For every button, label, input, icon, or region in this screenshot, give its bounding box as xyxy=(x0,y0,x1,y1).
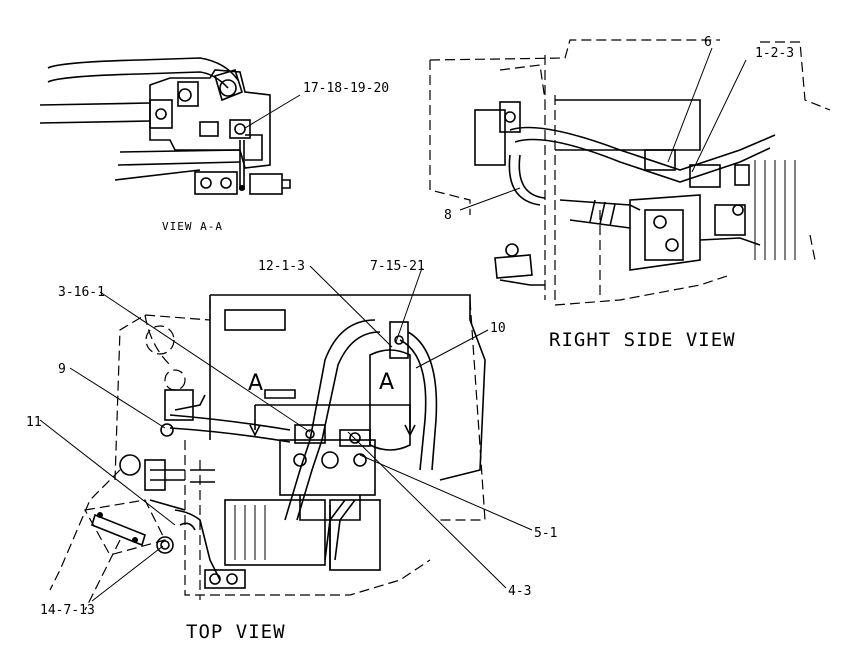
callout-9: 9 xyxy=(58,362,66,377)
section-marker-a-right: A xyxy=(379,370,394,395)
section-marker-a-left: A xyxy=(248,371,263,396)
caption-view-aa: VIEW A-A xyxy=(162,220,223,233)
top-view-drawing xyxy=(49,294,486,611)
callout-11: 11 xyxy=(26,415,42,430)
leader-lines xyxy=(39,47,747,602)
callout-5-1: 5-1 xyxy=(534,526,557,541)
right-side-view-drawing xyxy=(429,39,831,306)
callout-17-18-19-20: 17-18-19-20 xyxy=(303,81,389,96)
caption-top-view: TOP VIEW xyxy=(186,621,286,643)
callout-8: 8 xyxy=(444,208,452,223)
view-aa-drawing xyxy=(39,57,291,195)
callout-6: 6 xyxy=(704,35,712,50)
callout-3-16-1: 3-16-1 xyxy=(58,285,105,300)
callout-4-3: 4-3 xyxy=(508,584,531,599)
callout-7-15-21: 7-15-21 xyxy=(370,259,425,274)
caption-right-side-view: RIGHT SIDE VIEW xyxy=(549,329,736,351)
callout-10: 10 xyxy=(490,321,506,336)
callout-12-1-3: 12-1-3 xyxy=(258,259,305,274)
callout-1-2-3: 1-2-3 xyxy=(755,46,794,61)
callout-14-7-13: 14-7-13 xyxy=(40,603,95,618)
